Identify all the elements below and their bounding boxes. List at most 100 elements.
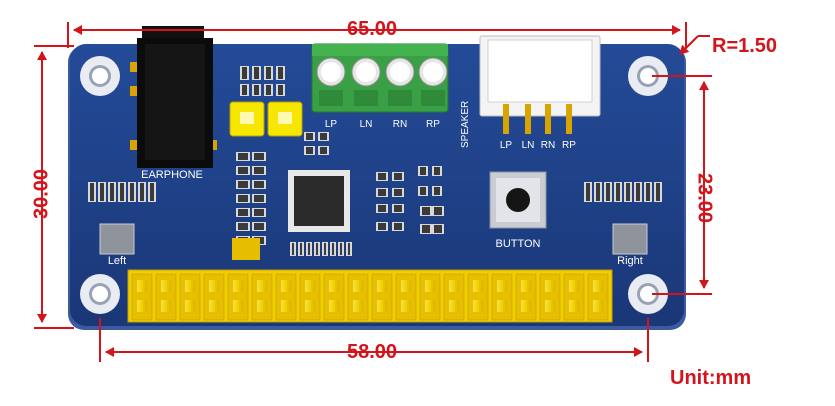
dimension-right-label: 23.00 [694,173,716,223]
smd-component [276,66,285,80]
gpio-pin [425,300,435,312]
gpio-pin [185,280,195,292]
smd-body [238,167,248,174]
smd-body [394,205,402,212]
gpio-pin [401,280,411,292]
smd-body [340,243,342,255]
smd-component [624,182,632,202]
gpio-pin [545,280,555,292]
smd-component [252,166,266,175]
smd-component [276,84,285,96]
speaker-pin [566,104,572,134]
smd-body [378,173,386,180]
gpio-pin [329,300,339,312]
smd-component [236,152,250,161]
gpio-pin [521,280,531,292]
smd-body [378,223,386,230]
smd-component [392,222,404,231]
smd-body [254,153,264,160]
gpio-pin [233,300,243,312]
smd-component [240,66,249,80]
smd-component [318,132,329,141]
smd-component [420,206,432,216]
smd-component [304,132,315,141]
smd-body [306,147,313,154]
gpio-pin [377,280,387,292]
speaker-header [479,35,601,134]
gpio-pin [137,280,147,292]
smd-component [252,84,261,96]
smd-body [332,243,334,255]
smd-body [242,67,247,79]
smd-component [236,194,250,203]
smd-component [322,242,328,256]
smd-component [252,66,261,80]
smd-body [266,85,271,95]
gpio-pin [209,300,219,312]
header-pin-label: RN [541,140,555,151]
dimension-left-height: 30.00 [30,45,74,329]
gpio-pin [497,280,507,292]
mounting-hole-bottom-right [628,274,668,314]
smd-component [376,172,388,181]
gpio-pin [137,300,147,312]
dimension-corner-radius: R=1.50 [679,35,777,57]
terminal-screw-head [321,62,341,82]
terminal-screw-head [390,62,410,82]
header-pin-label: RP [562,140,576,151]
smd-body [238,209,248,216]
smd-component [306,242,312,256]
smd-body [320,133,327,140]
smd-body [278,67,283,79]
button-label: BUTTON [495,238,540,250]
smd-body [130,183,134,201]
terminal-pin-label: RN [393,119,407,130]
smd-component [236,208,250,217]
smd-body [308,243,310,255]
terminal-pin-label: LP [325,119,338,130]
smd-body [254,85,259,95]
smd-body [306,133,313,140]
smd-component [614,182,622,202]
smd-body [254,67,259,79]
smd-body [422,225,430,233]
gpio-pin [473,280,483,292]
dimension-top-width: 65.00 [67,18,687,48]
smd-component [432,166,442,176]
smd-component [376,204,388,213]
gpio-pin [545,300,555,312]
gpio-pin [161,280,171,292]
gpio-pin [305,280,315,292]
smd-body [636,183,640,201]
microphone-right [612,223,648,255]
mounting-holes [80,56,668,314]
smd-body [434,207,442,215]
smd-component [418,186,428,196]
gpio-pin [497,300,507,312]
gpio-pin [377,300,387,312]
smd-component [236,180,250,189]
terminal-socket [388,90,412,106]
speaker-pin [545,104,551,134]
smd-component [290,242,296,256]
gpio-pin [593,300,603,312]
smd-body [394,223,402,230]
right-mic-label: Right [617,255,643,267]
gpio-pin [161,300,171,312]
gpio-pin [209,280,219,292]
smd-body [378,205,386,212]
smd-component [298,242,304,256]
header-pin-label: LN [522,140,535,151]
earphone-label: EARPHONE [141,169,203,181]
smd-body [120,183,124,201]
smd-body [254,209,264,216]
pcb-board: EARPHONE SPEAKER BUTTON Left Right LP LN… [68,26,686,330]
smd-body [656,183,660,201]
terminal-pin-label: LN [360,119,373,130]
gpio-pin [449,280,459,292]
smd-component [240,84,249,96]
smd-component [420,224,432,234]
smd-body [110,183,114,201]
gpio-pin [329,280,339,292]
smd-component [604,182,612,202]
